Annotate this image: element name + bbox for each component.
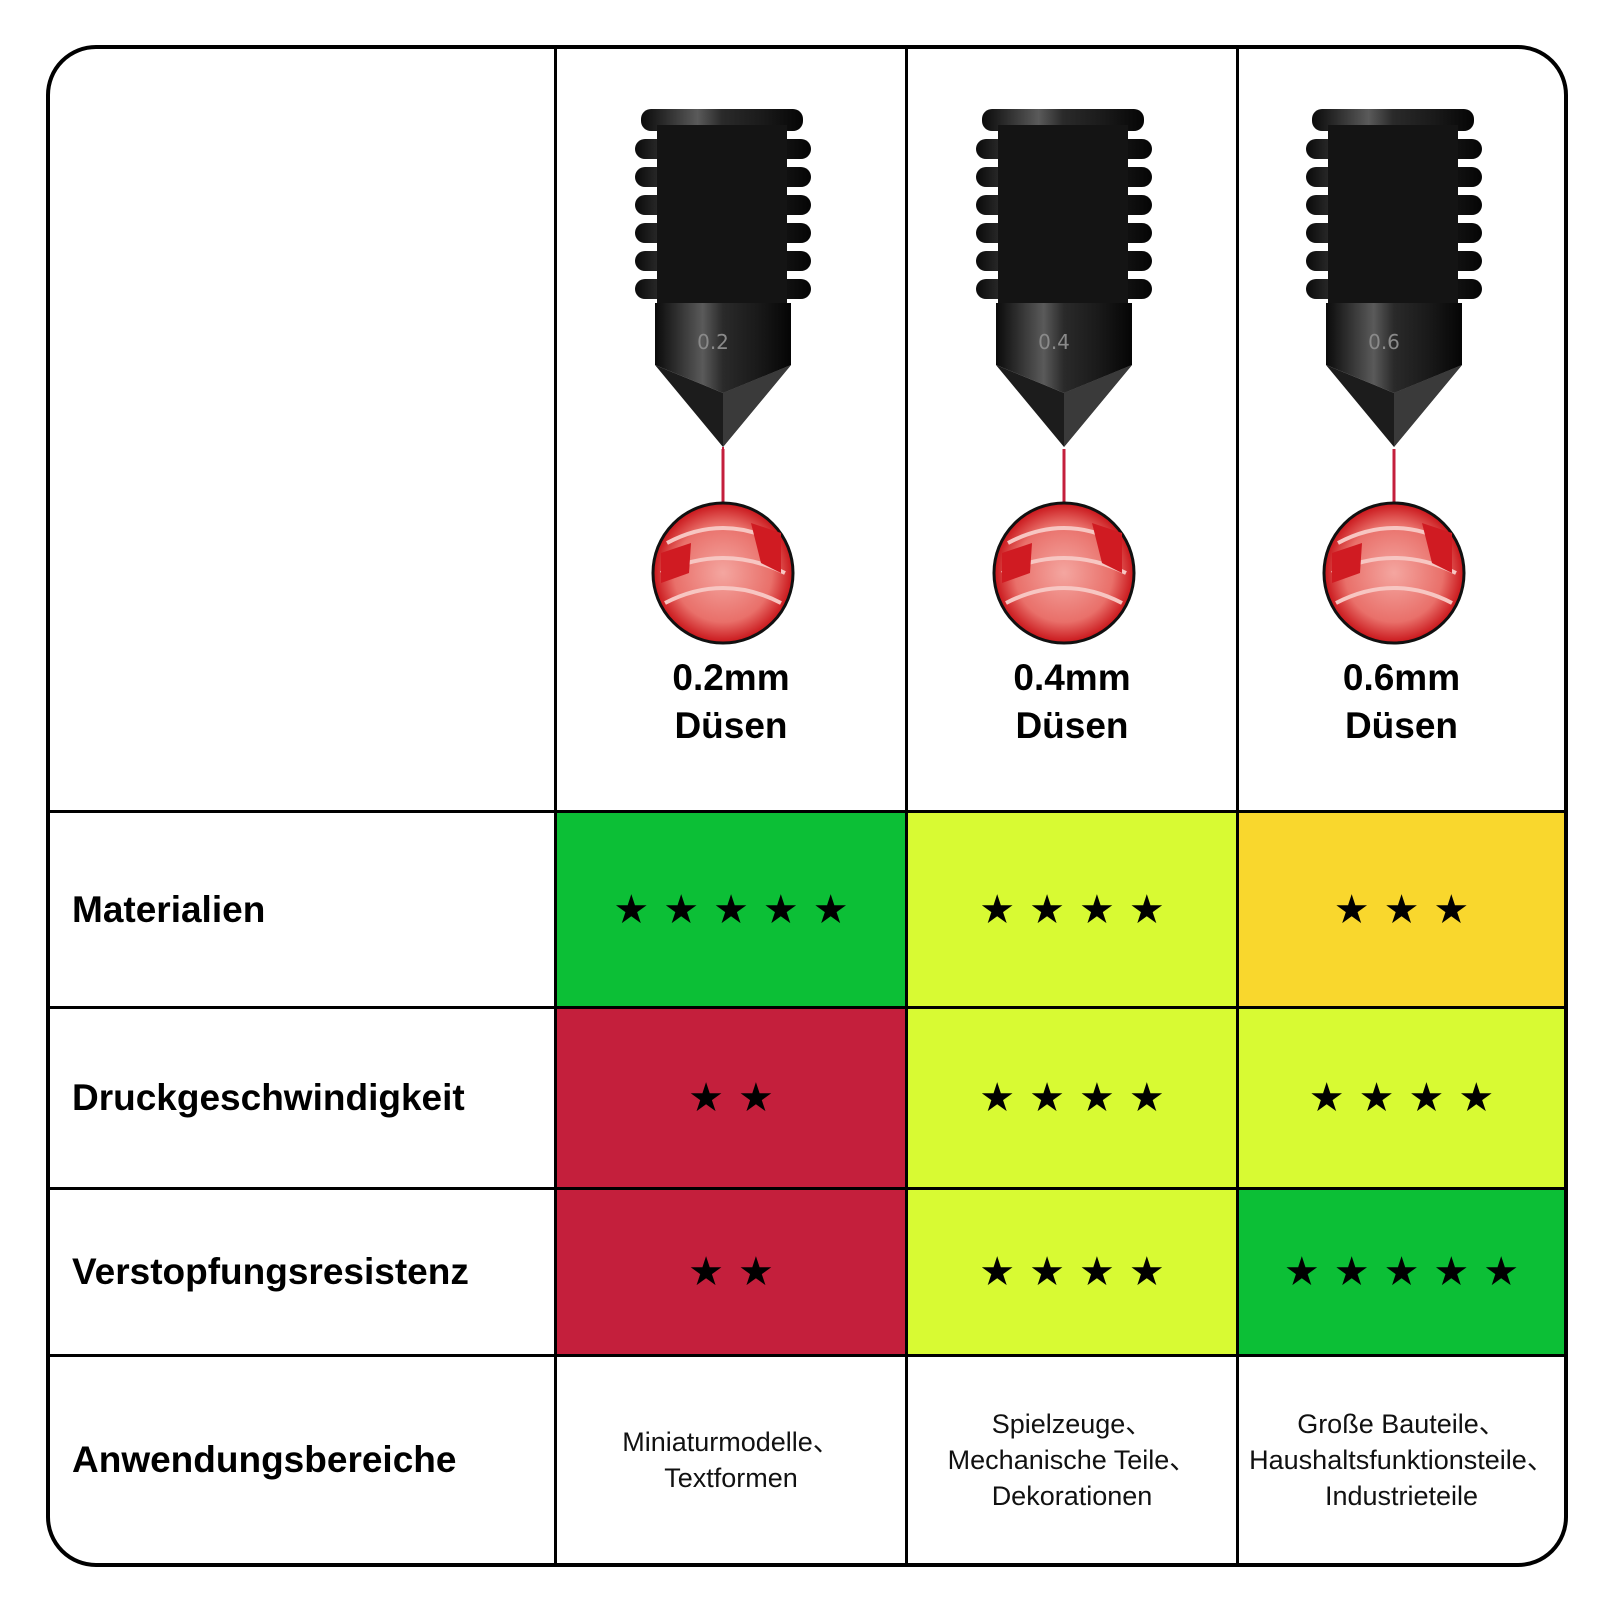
- nozzle-header-0.6mm: 0.6 0.6mm Düsen: [1239, 49, 1564, 813]
- star-rating: ★★★★: [1308, 1076, 1509, 1120]
- nozzle-label-0.4mm: 0.4mm Düsen: [1013, 654, 1130, 750]
- rating-cell-materialien-0.2: ★★★★★: [557, 813, 908, 1009]
- rating-cell-druckgeschwindigkeit-0.4: ★★★★: [908, 1009, 1239, 1190]
- comparison-grid: 0.2 0.2mm Düsen: [50, 49, 1564, 1563]
- star-rating: ★★★★: [979, 1076, 1179, 1120]
- row-label-anwendungsbereiche: Anwendungsbereiche: [50, 1357, 557, 1563]
- rating-cell-druckgeschwindigkeit-0.2: ★★: [557, 1009, 908, 1190]
- nozzle-thread: [635, 109, 811, 305]
- nozzle-hex: [996, 303, 1132, 447]
- print-sample-circle: [651, 501, 795, 645]
- nozzle-size: 0.2mm: [672, 657, 790, 698]
- applications-cell-0.2: Miniaturmodelle、 Textformen: [557, 1357, 908, 1563]
- nozzle-engraving: 0.6: [1368, 330, 1400, 354]
- nozzle-thread: [976, 109, 1152, 305]
- nozzle-0.2mm-image: 0.2: [635, 109, 811, 645]
- nozzle-size: 0.6mm: [1342, 657, 1461, 698]
- rating-cell-materialien-0.6: ★★★: [1239, 813, 1564, 1009]
- rating-cell-verstopfungsresistenz-0.4: ★★★★: [908, 1190, 1239, 1357]
- applications-text: Spielzeuge、 Mechanische Teile、 Dekoratio…: [947, 1409, 1197, 1511]
- applications-cell-0.6: Große Bauteile、 Haushaltsfunktionsteile、…: [1239, 1357, 1564, 1563]
- nozzle-header-0.2mm: 0.2 0.2mm Düsen: [557, 49, 908, 813]
- star-rating: ★★: [688, 1250, 788, 1294]
- row-label-druckgeschwindigkeit: Druckgeschwindigkeit: [50, 1009, 557, 1190]
- nozzle-hex: [1325, 303, 1462, 447]
- nozzle-engraving: 0.4: [1038, 330, 1070, 354]
- nozzle-label-0.2mm: 0.2mm Düsen: [672, 654, 789, 750]
- nozzle-label-0.6mm: 0.6mm Düsen: [1343, 654, 1460, 750]
- star-rating: ★★★★★: [613, 887, 863, 932]
- nozzle-hex: [655, 303, 791, 458]
- row-label-materialien: Materialien: [50, 813, 557, 1009]
- nozzle-0.4mm-image: 0.4: [976, 109, 1152, 645]
- row-label-verstopfungsresistenz: Verstopfungsresistenz: [50, 1190, 557, 1357]
- nozzle-0.6mm-image: 0.6: [1305, 109, 1482, 645]
- applications-text: Miniaturmodelle、 Textformen: [622, 1427, 840, 1493]
- rating-cell-verstopfungsresistenz-0.2: ★★: [557, 1190, 908, 1357]
- nozzle-engraving: 0.2: [697, 330, 729, 354]
- star-rating: ★★★: [1333, 887, 1484, 932]
- star-rating: ★★★★: [979, 887, 1179, 932]
- rating-cell-druckgeschwindigkeit-0.6: ★★★★: [1239, 1009, 1564, 1190]
- star-rating: ★★★★★: [1283, 1250, 1534, 1294]
- nozzle-word: Düsen: [674, 705, 788, 746]
- print-sample-circle: [992, 501, 1136, 645]
- header-empty-cell: [50, 49, 557, 813]
- nozzle-word: Düsen: [1344, 705, 1459, 746]
- comparison-table: 0.2 0.2mm Düsen: [46, 45, 1568, 1567]
- rating-cell-verstopfungsresistenz-0.6: ★★★★★: [1239, 1190, 1564, 1357]
- nozzle-header-0.4mm: 0.4 0.4mm Düsen: [908, 49, 1239, 813]
- star-rating: ★★★★: [979, 1250, 1179, 1294]
- applications-cell-0.4: Spielzeuge、 Mechanische Teile、 Dekoratio…: [908, 1357, 1239, 1563]
- nozzle-word: Düsen: [1015, 705, 1129, 746]
- print-sample-circle: [1322, 501, 1465, 645]
- star-rating: ★★: [688, 1076, 788, 1120]
- nozzle-thread: [1305, 109, 1482, 305]
- nozzle-size: 0.4mm: [1013, 657, 1131, 698]
- applications-text: Große Bauteile、 Haushaltsfunktionsteile、…: [1249, 1409, 1554, 1511]
- rating-cell-materialien-0.4: ★★★★: [908, 813, 1239, 1009]
